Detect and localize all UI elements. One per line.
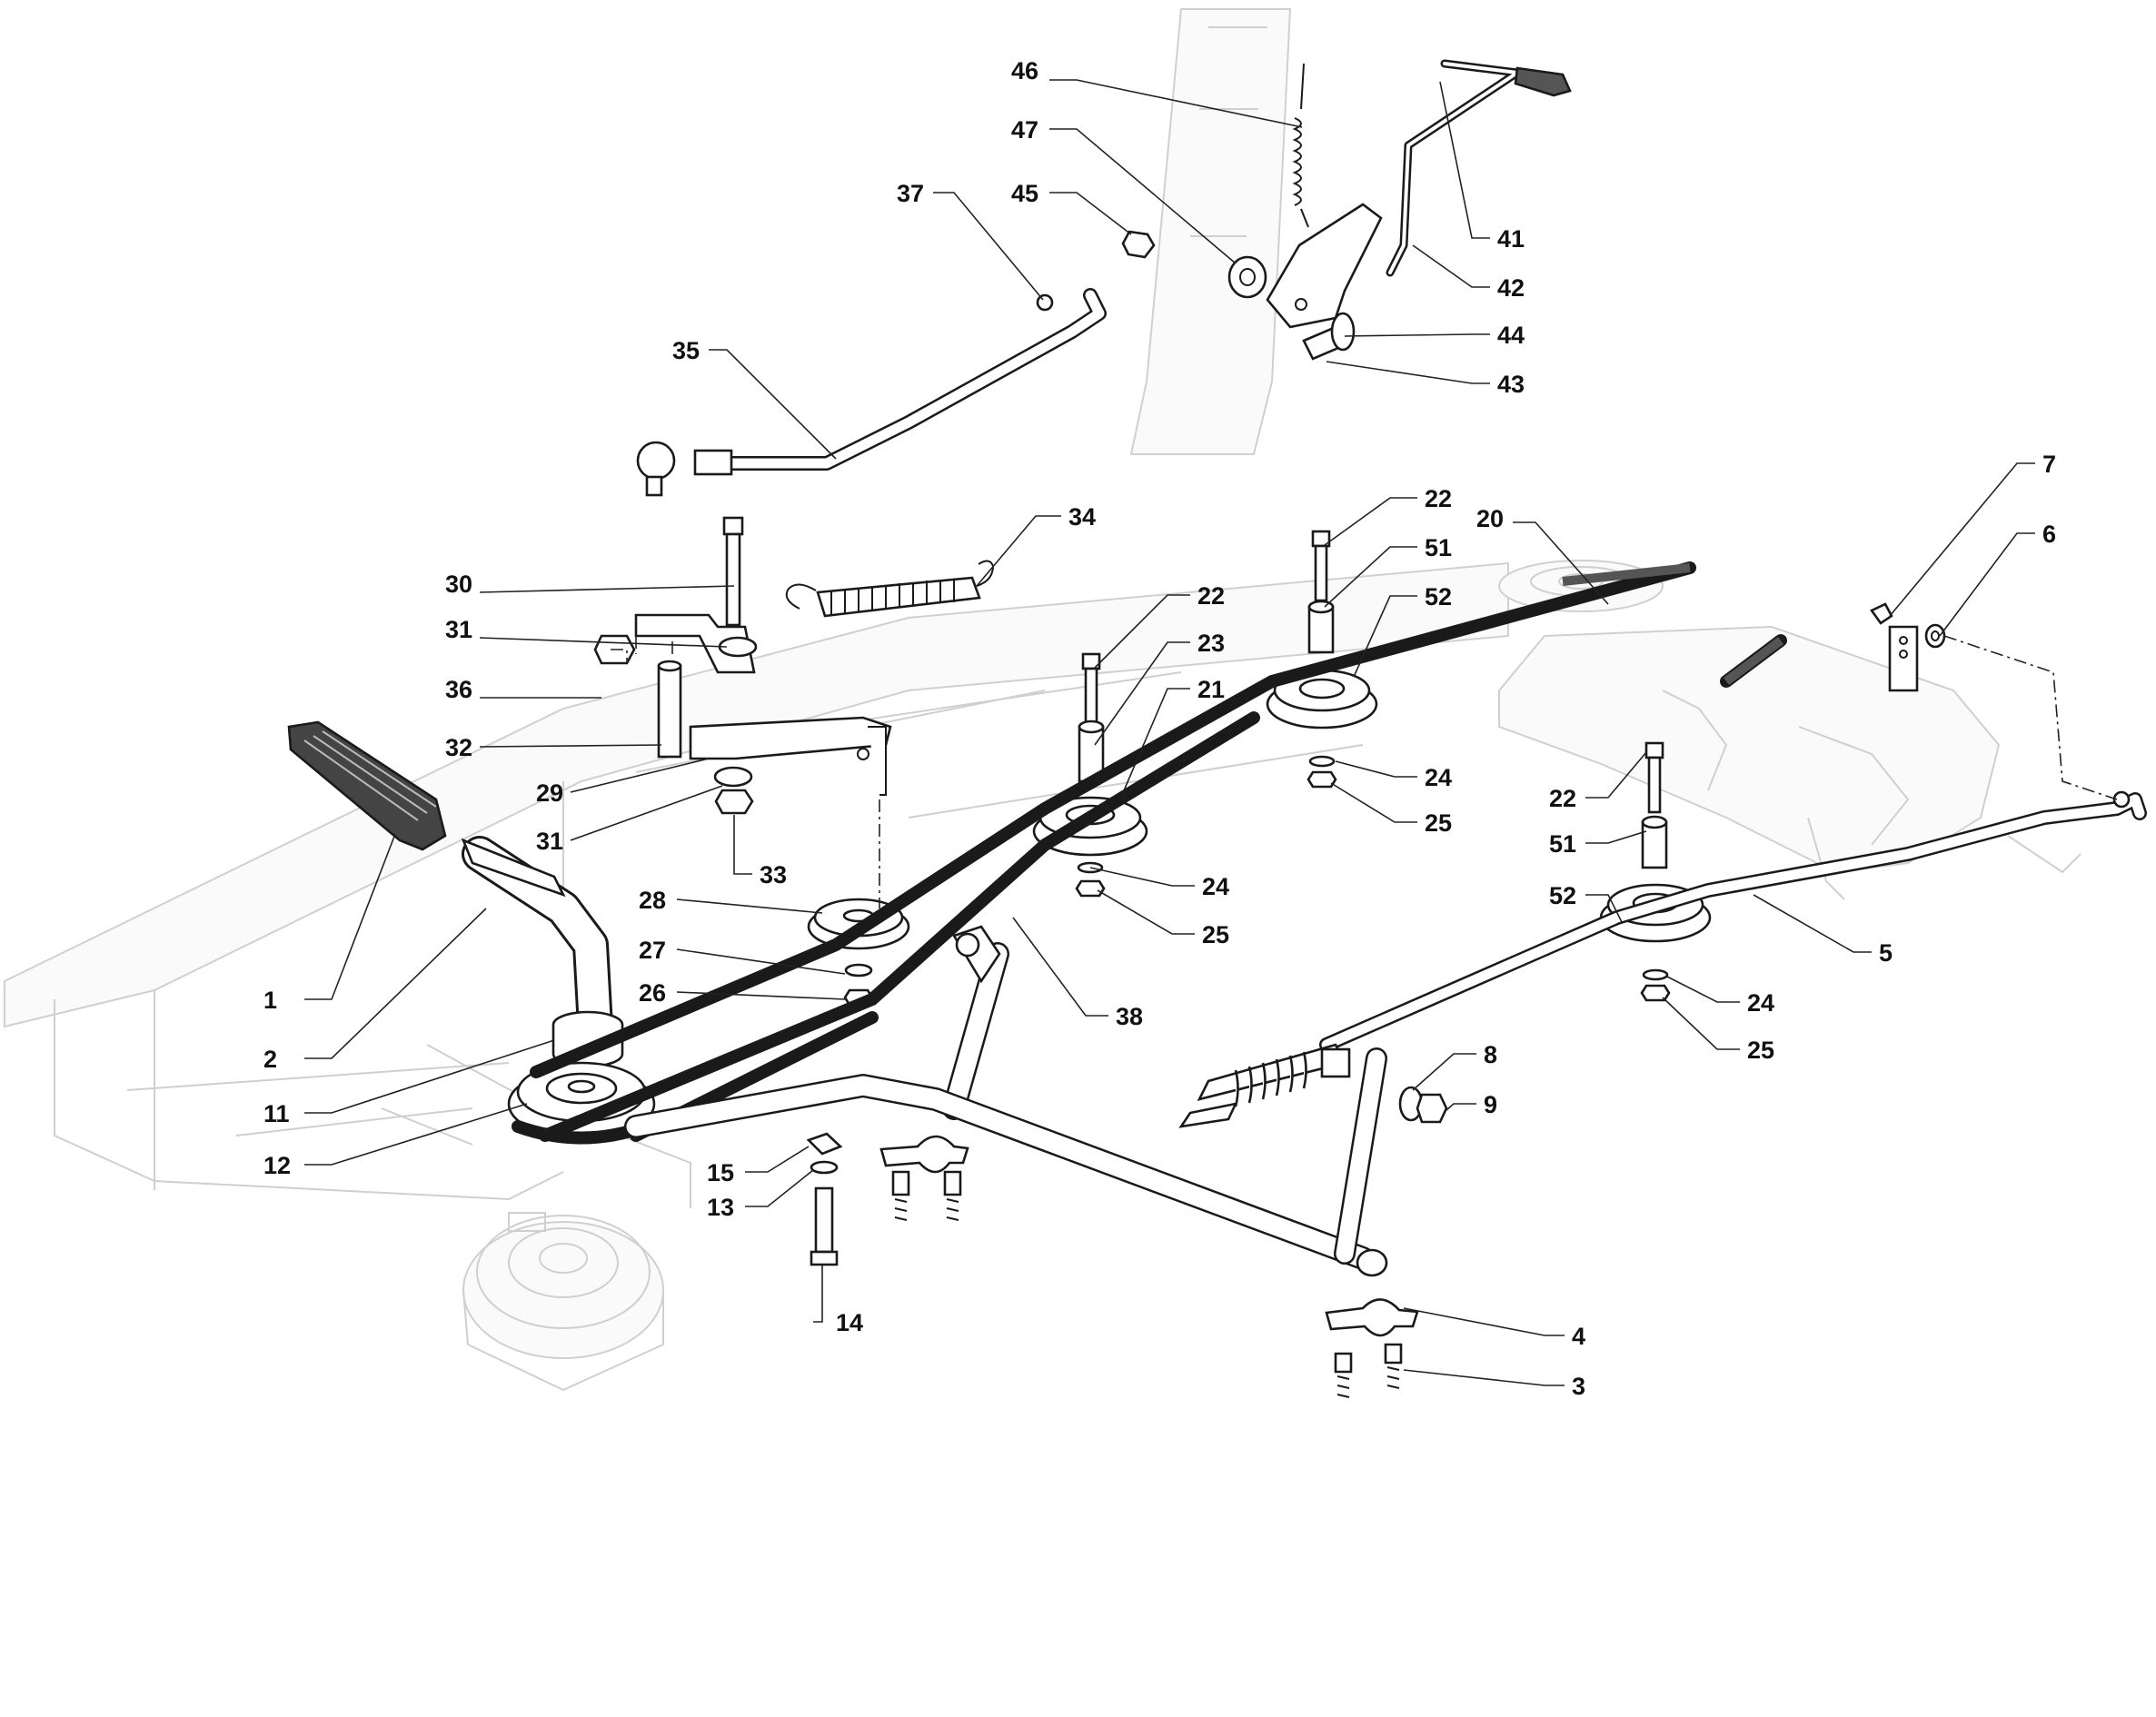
callout-14: 14	[836, 1309, 863, 1336]
callout-36: 36	[445, 676, 472, 703]
callout-8: 8	[1484, 1041, 1497, 1068]
callout-22a: 22	[1425, 485, 1452, 512]
callout-23: 23	[1197, 630, 1225, 657]
callout-21: 21	[1197, 676, 1225, 703]
callout-43: 43	[1497, 371, 1525, 398]
callout-13: 13	[707, 1194, 734, 1221]
callout-31a: 31	[445, 616, 472, 643]
callout-1: 1	[263, 987, 277, 1014]
parts	[287, 59, 2147, 1398]
callout-20: 20	[1476, 505, 1504, 532]
callout-22b: 22	[1197, 582, 1225, 610]
callout-26: 26	[639, 979, 666, 1007]
callout-32: 32	[445, 734, 472, 761]
callout-37: 37	[897, 180, 924, 207]
callout-52b: 52	[1549, 882, 1576, 909]
callout-29: 29	[536, 779, 563, 807]
callout-51a: 51	[1425, 534, 1452, 561]
callout-42: 42	[1497, 274, 1525, 302]
leader-lines	[304, 79, 2035, 1386]
callout-2: 2	[263, 1046, 277, 1073]
callout-47: 47	[1011, 116, 1038, 144]
callout-41: 41	[1497, 225, 1525, 253]
callout-31b: 31	[536, 828, 563, 855]
callout-24c: 24	[1202, 873, 1229, 900]
callout-3: 3	[1572, 1373, 1585, 1400]
callout-labels: 46 47 45 37 41 42 44 43 35 34 30 31 36 3…	[263, 57, 2056, 1400]
callout-24b: 24	[1747, 989, 1774, 1017]
callout-25a: 25	[1425, 809, 1452, 837]
callout-27: 27	[639, 937, 666, 964]
callout-4: 4	[1572, 1323, 1585, 1350]
callout-11: 11	[263, 1100, 290, 1127]
callout-44: 44	[1497, 322, 1525, 349]
callout-15: 15	[707, 1159, 734, 1186]
callout-33: 33	[760, 861, 787, 888]
callout-5: 5	[1879, 939, 1893, 967]
callout-34: 34	[1068, 503, 1096, 531]
callout-6: 6	[2042, 521, 2056, 548]
callout-9: 9	[1484, 1091, 1497, 1118]
callout-46: 46	[1011, 57, 1038, 84]
callout-25b: 25	[1747, 1037, 1774, 1064]
callout-24a: 24	[1425, 764, 1452, 791]
callout-45: 45	[1011, 180, 1038, 207]
callout-7: 7	[2042, 451, 2056, 478]
callout-35: 35	[672, 337, 700, 364]
callout-52a: 52	[1425, 583, 1452, 610]
callout-28: 28	[639, 887, 666, 914]
callout-51b: 51	[1549, 830, 1576, 858]
ghost-background	[4, 8, 2081, 1392]
callout-12: 12	[263, 1152, 291, 1179]
callout-38: 38	[1116, 1003, 1143, 1030]
callout-22c: 22	[1549, 785, 1576, 812]
callout-30: 30	[445, 571, 472, 598]
callout-25c: 25	[1202, 921, 1229, 948]
